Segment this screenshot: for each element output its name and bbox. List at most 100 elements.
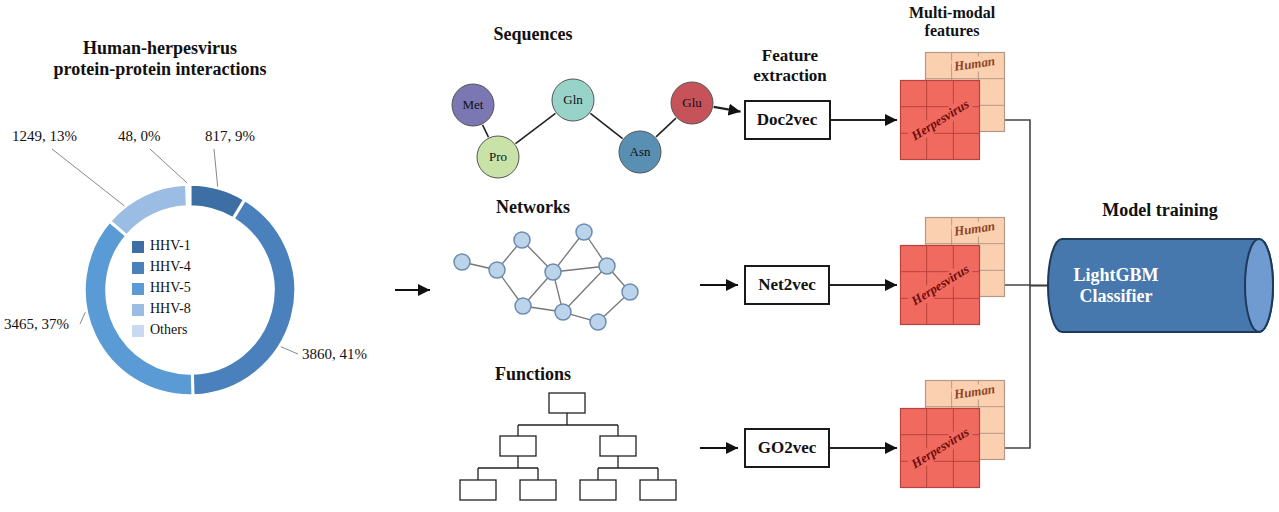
donut-slice [85,222,192,395]
text-word: 1249, [12,128,46,144]
text-word: features [925,22,980,39]
amino-acid-circle: Asn [618,130,662,174]
text-word: 817, [205,128,231,144]
embedding-box: Doc2vec [744,100,831,140]
text-word: interactions [175,59,266,79]
text-word: 3465, [4,316,38,332]
text-word: 0% [141,128,161,144]
node-text: Doc2vec [757,110,817,130]
node-text: Pro [489,150,507,165]
section-heading: Sequences [493,24,572,45]
slice-value: 48, 0% [118,128,161,145]
text-word: Gln [563,92,583,107]
flow-arrow [831,119,898,121]
node-text: Glu [682,96,702,111]
legend-text: HHV-8 [150,301,191,317]
amino-acid-circle: Met [451,83,495,127]
text-word: Networks [496,197,570,217]
slice-value: 817, 9% [205,128,255,145]
leader-line [214,149,218,187]
text-word: 48, [118,128,137,144]
section-heading: Multi-modal features [887,4,1017,41]
text-word: HHV-1 [150,238,191,253]
text-word: Net2vec [758,275,816,294]
legend-swatch [132,262,144,274]
text-word: Model [1102,200,1151,220]
text-word: GO2vec [758,438,817,457]
node-text: Asn [630,145,651,160]
text-word: 13% [50,128,78,144]
text-word: Feature [762,46,818,65]
node-text: LightGBM Classifier [1056,265,1176,306]
donut-slice [187,185,189,206]
text-word: Multi-modal [909,4,995,21]
legend-row: HHV-4 [132,257,191,278]
chain-link [656,118,676,137]
donut-chart [85,185,295,395]
section-heading: Model training [1102,200,1218,221]
legend-text: HHV-1 [150,238,191,254]
text-word: 37% [42,316,70,332]
node-text: Gln [563,93,583,108]
legend-text: Others [150,322,187,338]
legend-row: HHV-1 [132,236,191,257]
feature-matrix-herpesvirus: Herpesvirus [900,408,980,488]
embedding-box: GO2vec [744,428,830,468]
legend-text: HHV-4 [150,259,191,275]
legend-swatch [132,241,144,253]
text-word: Others [150,322,187,337]
legend-text: HHV-5 [150,280,191,296]
node-text: Net2vec [758,275,816,295]
leader-line [80,312,85,324]
text-word: HHV-5 [150,280,191,295]
text-word: 41% [340,346,368,362]
flow-arrow [830,284,897,286]
section-heading: Feature extraction [735,46,845,85]
legend-swatch [132,325,144,337]
slice-value: 3465, 37% [4,316,69,333]
flow-arrow [700,284,738,286]
go-tree-illustration [460,393,676,500]
text-word: 3860, [302,346,336,362]
slice-value: 3860, 41% [302,346,367,363]
flow-arrow [700,447,738,449]
legend: HHV-1HHV-4HHV-5HHV-8Others [132,236,191,341]
text-word: Human-herpesvirus [83,38,237,58]
flow-arrow [714,107,741,112]
chain-link [483,125,489,137]
flow-arrow [830,447,897,449]
feature-matrix-herpesvirus: Herpesvirus [900,80,980,160]
leader-lines [52,149,298,354]
embedding-box: Net2vec [744,265,830,305]
text-word: Functions [495,364,571,384]
section-heading: Human-herpesvirus protein-protein intera… [35,38,285,79]
chain-link [590,113,622,138]
text-word: Met [463,97,484,112]
legend-row: Others [132,320,191,341]
amino-acid-circle: Glu [670,81,714,125]
legend-swatch [132,283,144,295]
flow-arrow [395,289,430,291]
donut-slice [111,185,187,235]
donut-slice [193,201,295,395]
leader-line [281,347,298,354]
text-word: Classifier [1080,286,1153,306]
donut-slice [191,185,244,218]
text-word: training [1156,200,1218,220]
amino-acid-circle: Gln [551,78,595,122]
text-word: HHV-8 [150,301,191,316]
node-text: GO2vec [758,438,817,458]
leader-line [52,149,124,206]
text-word: Pro [489,149,507,164]
node-text: Met [463,98,484,113]
leader-line [150,149,187,183]
legend-swatch [132,304,144,316]
classifier-cylinder: LightGBM Classifier [1048,238,1273,333]
text-word: Doc2vec [757,110,817,129]
legend-row: HHV-5 [132,278,191,299]
text-word: Glu [682,95,702,110]
text-word: Asn [630,144,651,159]
feature-matrix-herpesvirus: Herpesvirus [900,245,980,325]
